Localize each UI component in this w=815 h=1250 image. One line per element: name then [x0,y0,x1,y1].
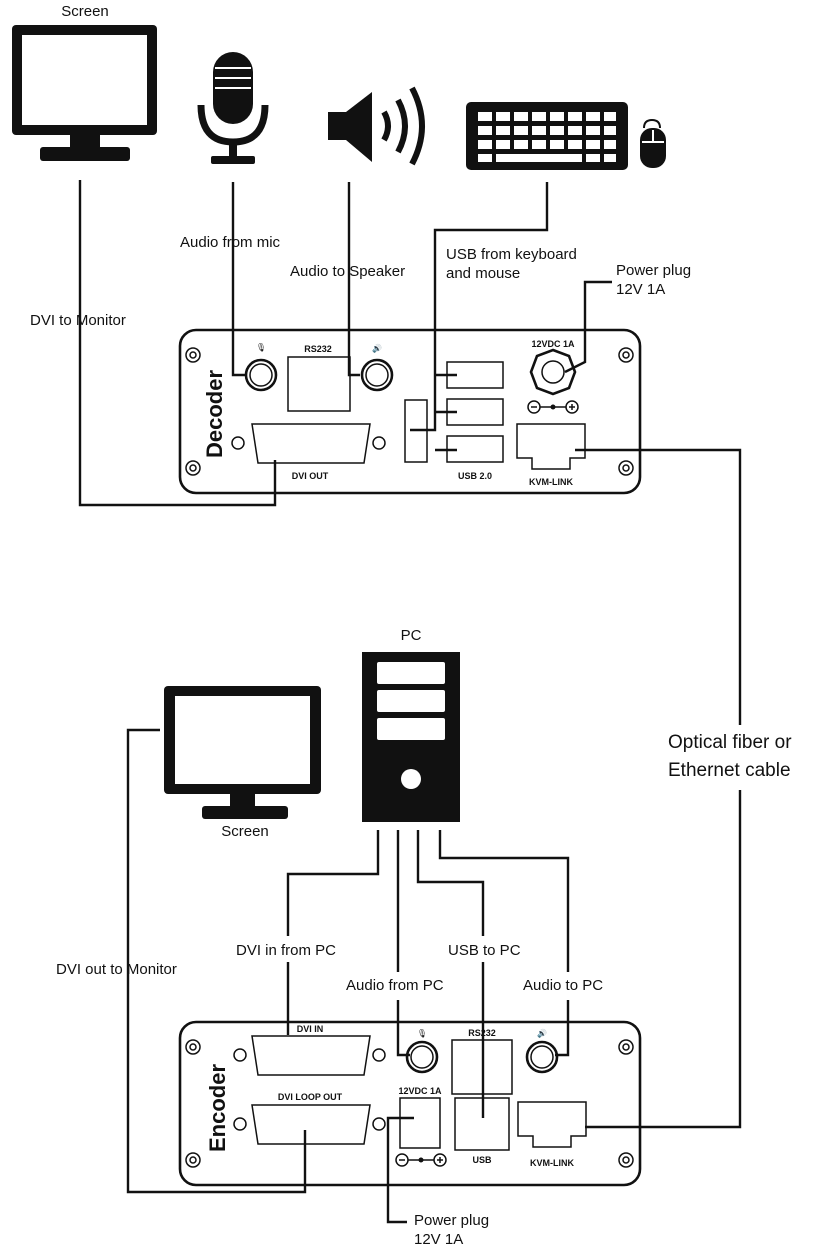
encoder-dvi-loop-out-label: DVI LOOP OUT [278,1092,343,1102]
decoder-dvi-out-port [251,423,371,464]
decoder-speaker-port-icon: 🔊 [372,343,382,353]
link-label-line1: Optical fiber or [668,732,792,753]
decoder-power-port-label: 12VDC 1A [531,339,575,349]
usb-to-pc-label: USB to PC [448,942,521,959]
encoder-rs232-port [451,1039,513,1095]
encoder-monitor-icon [164,686,321,819]
encoder-usb-label: USB [472,1155,492,1165]
encoder-speaker-port [525,1040,559,1074]
decoder-screen-label: Screen [61,3,109,20]
encoder-screen-label: Screen [221,823,269,840]
usb-keyboard-label-line1: USB from keyboard [446,246,577,263]
decoder-power-label-line2: 12V 1A [616,281,665,298]
encoder-mic-port-icon: 🎙 [417,1029,427,1038]
audio-to-speaker-label: Audio to Speaker [290,263,405,280]
keyboard-icon [466,102,628,170]
encoder-power-label-line2: 12V 1A [414,1231,463,1248]
pc-label: PC [401,627,422,644]
encoder-mic-port [405,1040,439,1074]
audio-to-pc-label: Audio to PC [523,977,603,994]
pc-tower-icon [362,652,460,822]
microphone-icon [197,52,269,164]
decoder-polarity-symbol [527,400,579,414]
decoder-usb-label: USB 2.0 [458,471,492,481]
link-label-line2: Ethernet cable [668,760,791,781]
decoder-device: Decoder 🎙 RS232 🔊 DVI OUT USB 2.0 12VDC … [178,328,642,495]
encoder-name: Encoder [205,1064,230,1152]
encoder-polarity-symbol [395,1153,447,1167]
decoder-dvi-out-label: DVI OUT [292,471,329,481]
decoder-kvm-link-label: KVM-LINK [529,477,573,487]
encoder-dvi-loop-out-port [251,1104,371,1145]
encoder-wires [126,728,570,1224]
decoder-usb-port-3 [446,435,504,463]
decoder-usb-port-2 [446,398,504,426]
decoder-usb-port-1 [446,361,504,389]
dvi-out-to-monitor-label: DVI out to Monitor [56,961,177,978]
decoder-monitor-icon [12,25,157,161]
decoder-wires [78,180,742,1129]
encoder-power-port-label: 12VDC 1A [398,1086,442,1096]
usb-keyboard-label-line2: and mouse [446,265,520,282]
decoder-power-label-line1: Power plug [616,262,691,279]
speaker-icon [328,86,425,166]
encoder-speaker-port-icon: 🔊 [537,1028,547,1038]
decoder-mic-port-icon: 🎙 [256,343,266,352]
decoder-rs232-label: RS232 [304,344,332,354]
encoder-dvi-in-label: DVI IN [297,1024,324,1034]
encoder-kvm-link-port [517,1101,587,1148]
audio-from-mic-label: Audio from mic [180,234,281,251]
encoder-kvm-link-label: KVM-LINK [530,1158,574,1168]
encoder-usb-port [454,1097,510,1151]
decoder-power-port [529,348,577,396]
audio-from-pc-label: Audio from PC [346,977,444,994]
decoder-speaker-port [360,358,394,392]
dvi-in-from-pc-label: DVI in from PC [236,942,336,959]
dvi-to-monitor-label: DVI to Monitor [30,312,126,329]
decoder-name: Decoder [202,370,227,458]
mouse-icon [640,118,666,168]
encoder-power-port [399,1097,441,1149]
decoder-mic-port [244,358,278,392]
decoder-rs232-port [287,356,351,412]
encoder-dvi-in-port [251,1035,371,1076]
encoder-power-label-line1: Power plug [414,1212,489,1229]
decoder-kvm-link-port [516,423,586,470]
encoder-rs232-label: RS232 [468,1028,496,1038]
encoder-device: Encoder DVI IN DVI LOOP OUT 🎙 RS232 🔊 12… [178,1020,642,1187]
